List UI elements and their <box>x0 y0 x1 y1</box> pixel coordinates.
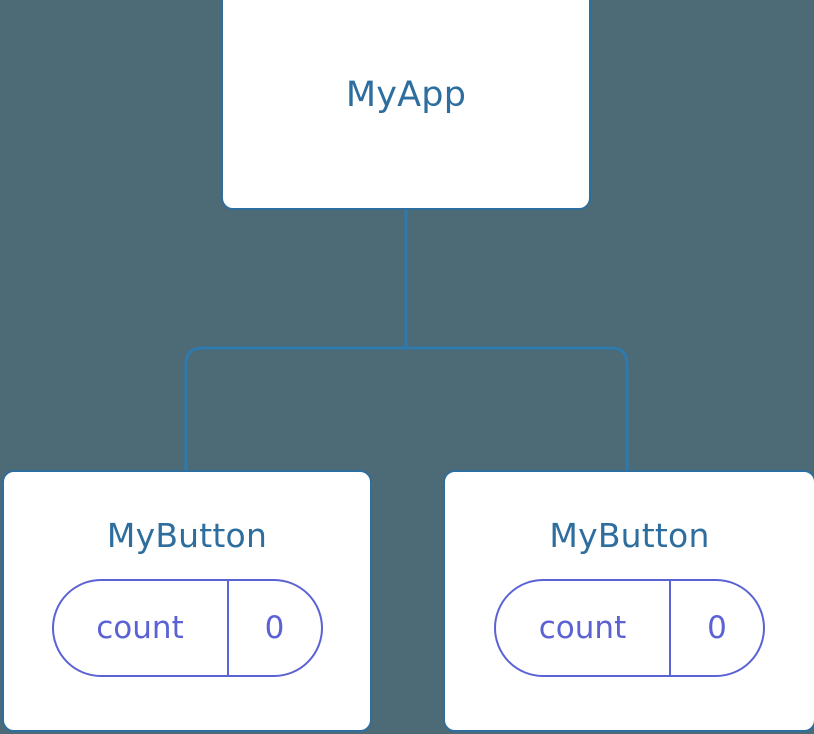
state-key: count <box>496 581 671 675</box>
node-mybutton-0[interactable]: MyButton count 0 <box>2 470 372 732</box>
state-value: 0 <box>264 610 285 646</box>
node-myapp[interactable]: MyApp <box>221 0 591 210</box>
node-title: MyButton <box>106 516 268 555</box>
node-mybutton-1[interactable]: MyButton count 0 <box>443 470 814 732</box>
state-value: 0 <box>707 610 727 646</box>
state-badge[interactable]: count 0 <box>494 579 765 677</box>
node-title: MyButton <box>549 516 710 555</box>
node-title: MyApp <box>345 75 467 115</box>
state-badge[interactable]: count 0 <box>51 579 323 677</box>
state-key: count <box>54 581 229 675</box>
edge-branch-bus <box>184 346 629 470</box>
